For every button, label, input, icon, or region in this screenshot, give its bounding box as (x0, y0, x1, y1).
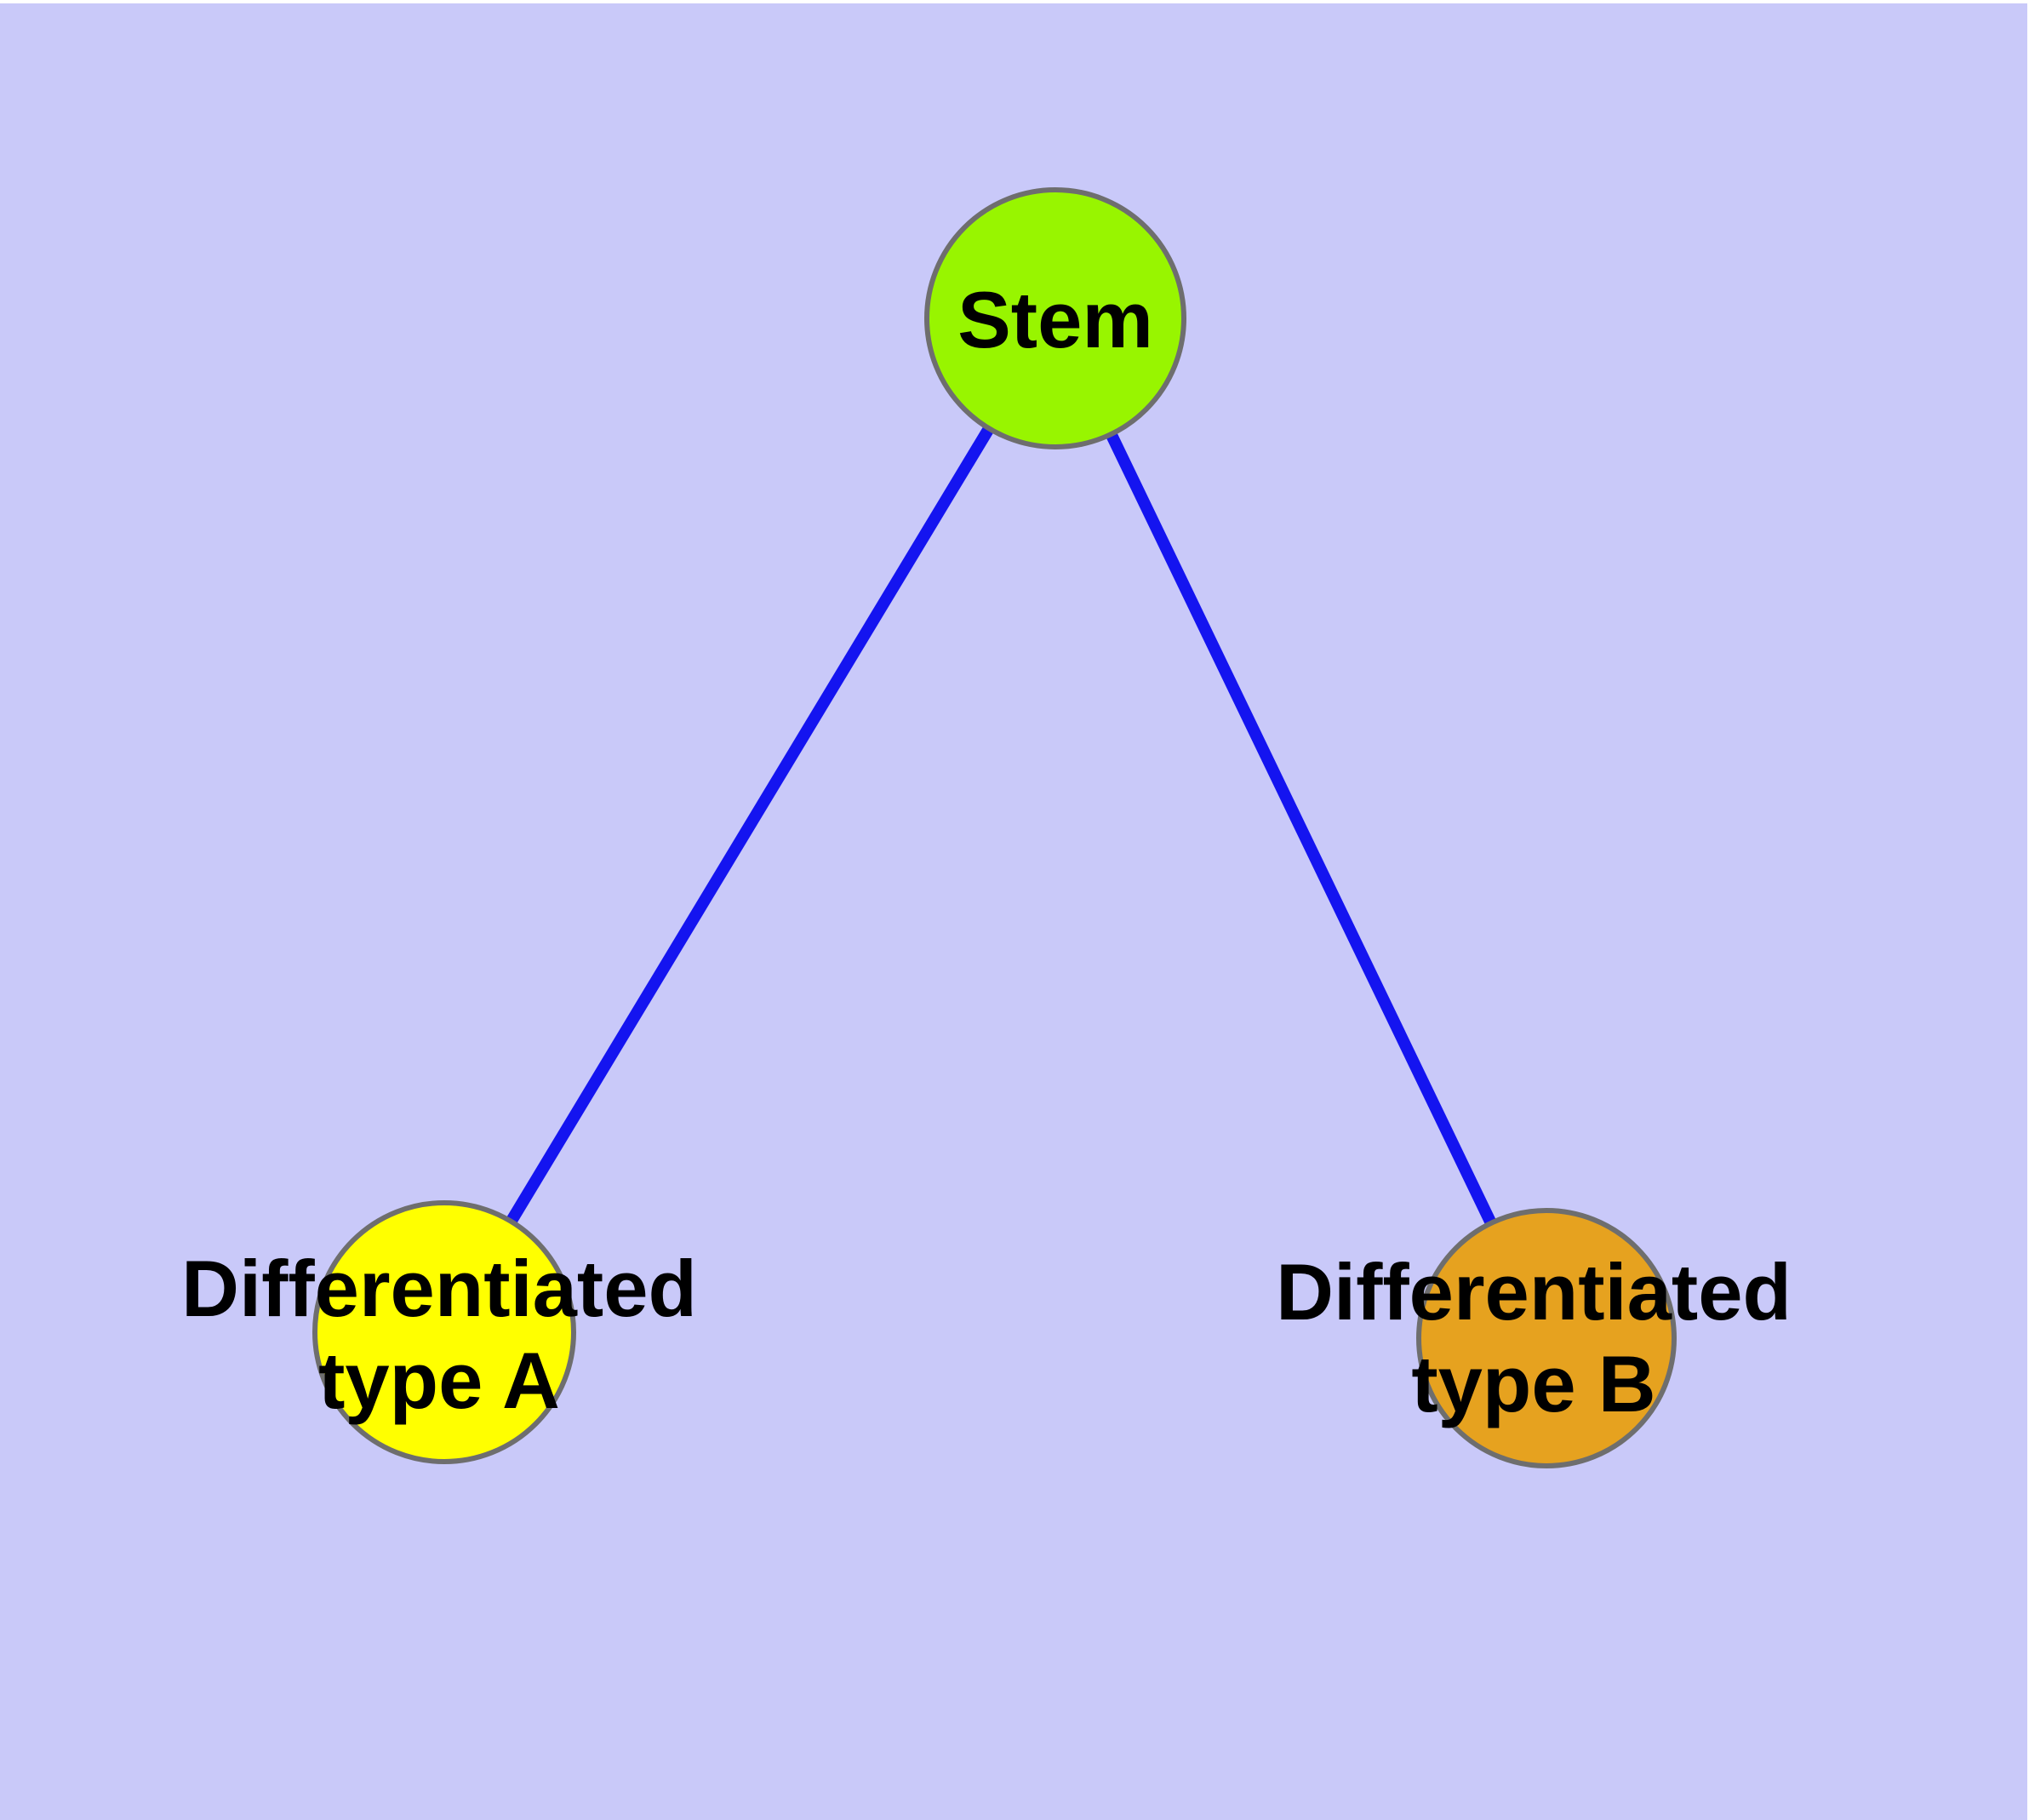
node-stem-circle (924, 187, 1186, 449)
node-type-a-circle (312, 1200, 576, 1464)
top-white-strip (0, 0, 2029, 3)
edge-stem-to-type-a (439, 315, 1060, 1336)
node-type-b-circle (1416, 1208, 1677, 1468)
edge-stem-to-type-b (1049, 315, 1552, 1342)
right-white-strip (2027, 0, 2029, 1820)
